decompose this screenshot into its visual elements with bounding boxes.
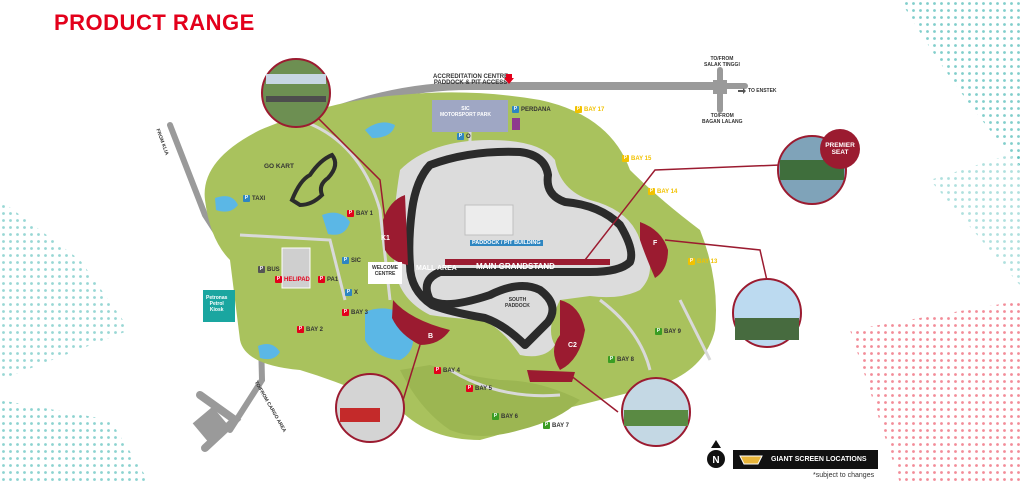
parking-icon: P <box>347 210 354 217</box>
parking-icon: P <box>345 289 352 296</box>
parking-icon: P <box>543 422 550 429</box>
petronas-kiosk-block <box>203 290 235 322</box>
page-title: PRODUCT RANGE <box>54 10 255 35</box>
parking-icon: P <box>434 367 441 374</box>
parking-icon: P <box>622 155 629 162</box>
label-access: ACCREDITATION CENTRE PADDOCK & PIT ACCES… <box>433 74 509 86</box>
subject-to-changes-note: *subject to changes <box>813 472 875 479</box>
label-salak: TO/FROM SALAK TINGGI <box>704 56 740 68</box>
label-paddock: PADDOCK / PIT BUILDING <box>470 240 543 246</box>
parking-icon: P <box>457 133 464 140</box>
photo-track-view <box>261 58 331 128</box>
parking-icon: P <box>648 188 655 195</box>
motorsport-park-block <box>432 100 508 132</box>
arrow-down-icon <box>504 74 514 84</box>
parking-icon: P <box>492 413 499 420</box>
north-arrow-icon: N <box>707 440 725 468</box>
label-go-kart: GO KART <box>264 163 294 170</box>
perdana-block <box>512 118 520 130</box>
label-petronas: Petronas Petrol Kiosk <box>206 295 228 313</box>
seating-zones <box>383 195 668 382</box>
label-motorsport-park: SIC MOTORSPORT PARK <box>440 106 491 118</box>
arrow-right-icon <box>738 88 746 94</box>
label-welcome: WELCOME CENTRE <box>372 265 399 277</box>
parking-icon: P <box>258 266 265 273</box>
label-mall: MALL AREA <box>416 265 457 272</box>
photo-grandstand-f <box>732 278 802 348</box>
label-grandstand: MAIN GRANDSTAND <box>476 262 555 271</box>
label-bagan: TO/FROM BAGAN LALANG <box>702 113 743 125</box>
photo-c2-view <box>621 377 691 447</box>
svg-text:N: N <box>712 455 719 466</box>
grass-area-lower <box>400 365 580 436</box>
parking-icon: P <box>275 276 282 283</box>
callout-lines <box>294 94 781 413</box>
zone-f: F <box>653 240 658 247</box>
parking-icon: P <box>575 106 582 113</box>
parking-icon: P <box>655 328 662 335</box>
zone-k1: K1 <box>381 235 390 242</box>
parking-icon: P <box>342 257 349 264</box>
photo-fan-zone <box>335 373 405 443</box>
parking-icon: P <box>466 385 473 392</box>
go-kart-track <box>289 152 338 208</box>
parking-icon: P <box>342 309 349 316</box>
paddock-building <box>464 204 514 236</box>
parking-icon: P <box>688 258 695 265</box>
zone-b: B <box>428 333 434 340</box>
label-south-paddock: SOUTH PADDOCK <box>505 297 530 309</box>
parking-icon: P <box>512 106 519 113</box>
parking-icon: P <box>243 195 250 202</box>
zone-c2: C2 <box>568 342 577 349</box>
internal-roads <box>239 100 712 398</box>
race-track <box>405 147 636 349</box>
giant-screen-icon <box>739 455 763 464</box>
junction <box>713 80 727 94</box>
parking-icon: P <box>297 326 304 333</box>
legend-label: GIANT SCREEN LOCATIONS <box>771 456 867 463</box>
cargo-block <box>192 406 230 444</box>
parking-icon: P <box>608 356 615 363</box>
premier-seat-badge: PREMIER SEAT <box>820 129 860 169</box>
welcome-centre-block <box>368 262 402 284</box>
helipad-pad <box>281 247 311 289</box>
label-enstek: TO ENSTEK <box>748 88 777 94</box>
legend: GIANT SCREEN LOCATIONS <box>733 450 878 469</box>
parking-icon: P <box>318 276 325 283</box>
